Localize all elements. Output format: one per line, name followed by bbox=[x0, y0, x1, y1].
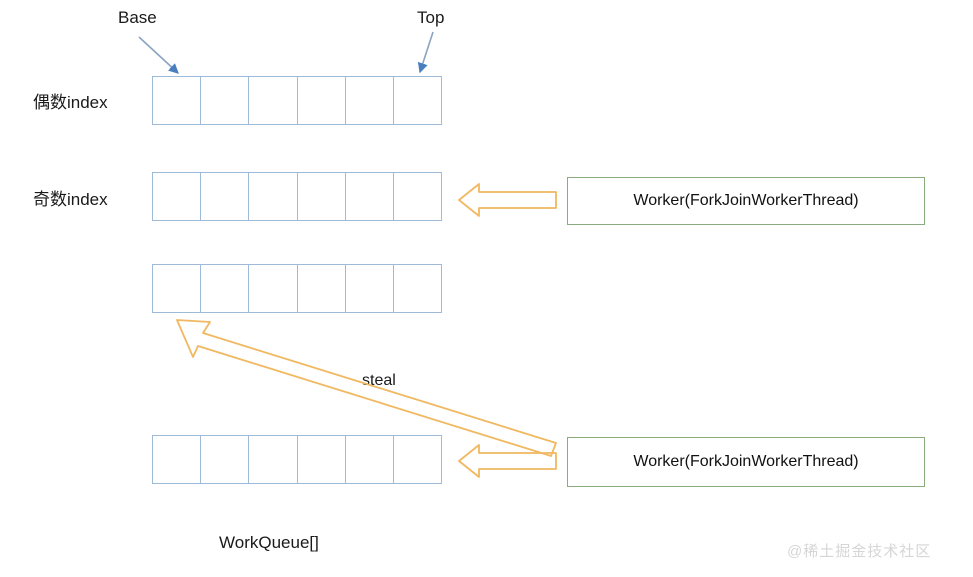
queue-cell bbox=[153, 77, 202, 124]
queue-cell bbox=[346, 265, 394, 312]
queue-cell bbox=[394, 436, 441, 483]
steal-label: steal bbox=[362, 372, 396, 389]
queue-cell bbox=[249, 77, 298, 124]
queue-cell bbox=[298, 77, 346, 124]
queue-cell bbox=[298, 265, 346, 312]
base-pointer-label: Base bbox=[118, 8, 157, 27]
even-index-queue bbox=[152, 76, 442, 125]
queue-cell bbox=[153, 436, 202, 483]
even-index-row-label: 偶数index bbox=[33, 93, 108, 112]
worker-to-queue-arrow-top-icon bbox=[458, 183, 557, 217]
queue-cell bbox=[201, 436, 250, 483]
queue-cell bbox=[394, 173, 441, 220]
queue-cell bbox=[394, 77, 441, 124]
third-queue bbox=[152, 264, 442, 313]
odd-index-row-label: 奇数index bbox=[33, 190, 108, 209]
base-pointer-arrow-icon bbox=[138, 36, 179, 74]
queue-cell bbox=[298, 173, 346, 220]
queue-cell bbox=[394, 265, 441, 312]
queue-cell bbox=[346, 77, 394, 124]
queue-cell bbox=[249, 436, 298, 483]
top-pointer-arrow-icon bbox=[417, 31, 434, 74]
worker-box-top[interactable]: Worker(ForkJoinWorkerThread) bbox=[567, 177, 925, 225]
watermark: @稀土掘金技术社区 bbox=[787, 543, 932, 560]
queue-cell bbox=[201, 77, 250, 124]
queue-cell bbox=[249, 265, 298, 312]
queue-cell bbox=[249, 173, 298, 220]
queue-cell bbox=[298, 436, 346, 483]
odd-index-queue bbox=[152, 172, 442, 221]
top-pointer-label: Top bbox=[417, 8, 445, 27]
queue-cell bbox=[346, 436, 394, 483]
fourth-queue bbox=[152, 435, 442, 484]
workqueue-caption: WorkQueue[] bbox=[219, 533, 319, 552]
worker-to-queue-arrow-bottom-icon bbox=[458, 444, 557, 478]
queue-cell bbox=[153, 173, 202, 220]
queue-cell bbox=[201, 173, 250, 220]
queue-cell bbox=[346, 173, 394, 220]
queue-cell bbox=[153, 265, 202, 312]
queue-cell bbox=[201, 265, 250, 312]
worker-box-bottom[interactable]: Worker(ForkJoinWorkerThread) bbox=[567, 437, 925, 487]
